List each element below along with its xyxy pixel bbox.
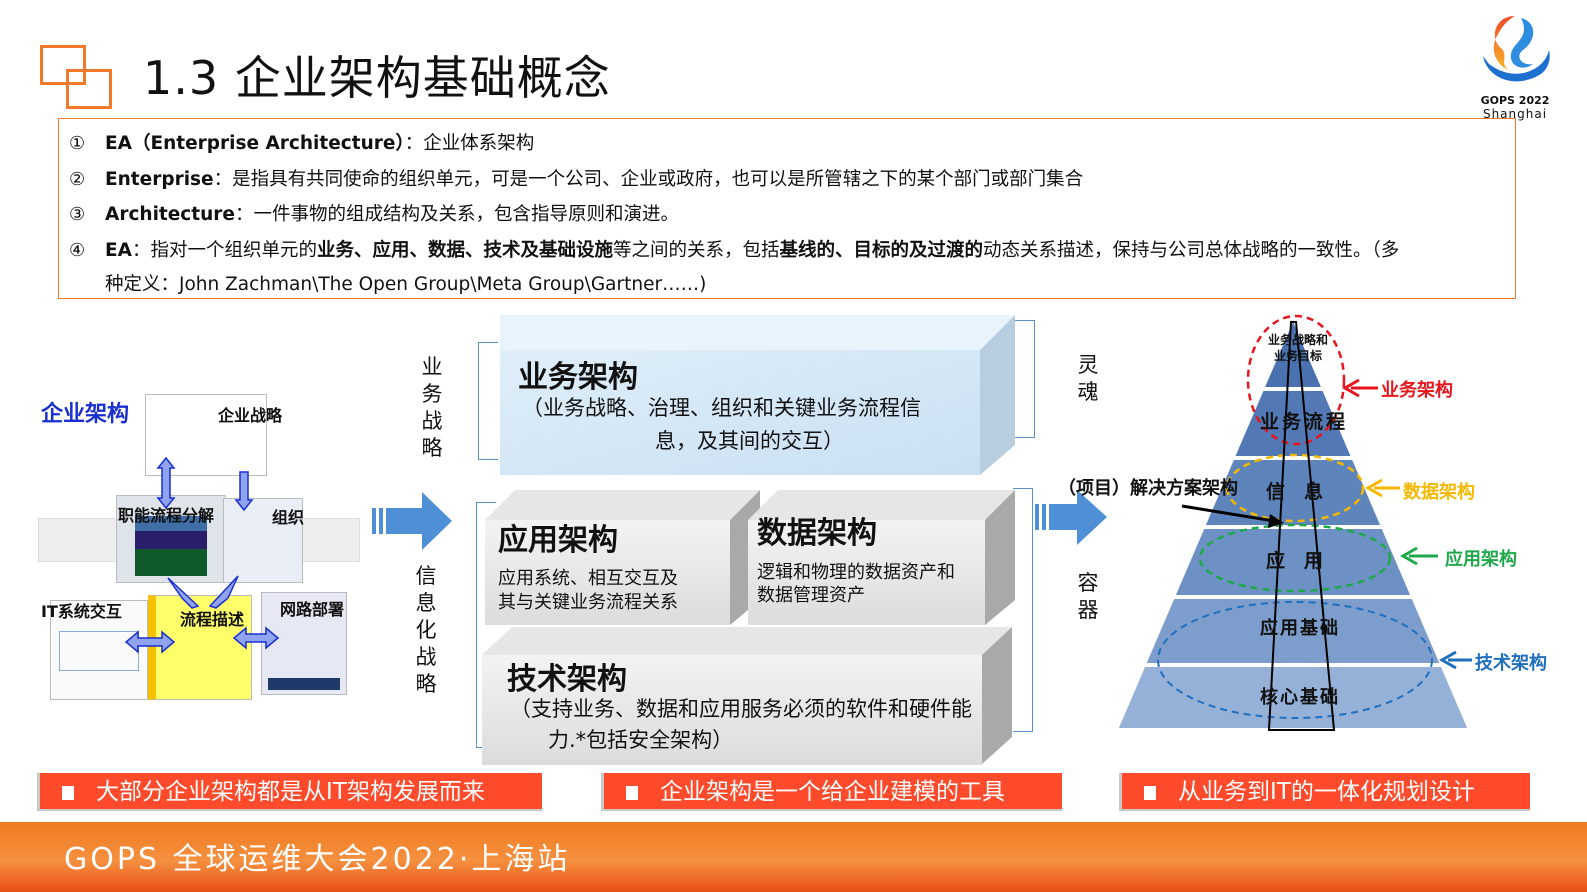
business-architecture-desc-2: 息，及其间的交互） [655, 429, 844, 453]
label-it-strategy: 信息化战略 [415, 564, 437, 696]
logo-text-line1: GOPS 2022 [1480, 94, 1550, 107]
solution-trapezoid [1267, 321, 1336, 731]
gops-logo-icon [1483, 16, 1550, 82]
page-title: 1.3 企业架构基础概念 [143, 51, 611, 105]
pyramid-level-app: 应 用 [1266, 550, 1324, 572]
solution-arrow-head [1268, 514, 1284, 528]
pyramid-diagram [1118, 314, 1472, 731]
collage-label-strategy: 企业战略 [218, 406, 283, 425]
business-architecture-desc-1: （业务战略、治理、组织和关键业务流程信 [522, 396, 921, 420]
callout-arrow-head [1364, 478, 1383, 498]
collage-label-network: 网路部署 [280, 600, 345, 619]
collage-title: 企业架构 [41, 402, 130, 427]
layers-3d-shapes [482, 315, 1015, 765]
collage-label-it: IT系统交互 [41, 602, 122, 621]
callout-technology: 技术架构 [1475, 653, 1547, 674]
bracket [1015, 320, 1035, 438]
business-architecture-title: 业务架构 [518, 360, 638, 395]
pyramid-level-strategy: 业务战略和业务目标 [1268, 333, 1329, 363]
tag-1: 大部分企业架构都是从IT架构发展而来 [37, 773, 542, 811]
pyramid-band [1118, 667, 1468, 728]
gops-logo: GOPS 2022 Shanghai [1470, 8, 1560, 121]
collage-arrows [124, 456, 280, 654]
collage-label-function: 职能流程分解 [118, 506, 215, 525]
bullet-icon [626, 785, 638, 800]
technology-architecture-title: 技术架构 [507, 662, 627, 697]
solution-arrow-line [1181, 504, 1281, 524]
technology-architecture-desc-2: 力.*包括安全架构） [548, 728, 734, 752]
pyramid-level-process: 业务流程 [1260, 411, 1349, 433]
application-architecture-title: 应用架构 [498, 523, 618, 558]
callout-data: 数据架构 [1403, 482, 1475, 503]
callout-business: 业务架构 [1381, 380, 1453, 401]
ea-collage: 企业架构 企业战略 职能流程分解 组织 IT系统交互 流程描述 网路部署 [38, 380, 368, 705]
data-architecture-desc-2: 数据管理资产 [757, 585, 865, 606]
callout-arrow-head [1438, 650, 1457, 670]
ellipse-application [1198, 523, 1392, 593]
label-business-strategy: 业务战略 [421, 355, 443, 460]
application-architecture-desc-1: 应用系统、相互交互及 [498, 568, 678, 589]
pyramid-band [1175, 529, 1411, 595]
tag-3: 从业务到IT的一体化规划设计 [1119, 773, 1530, 811]
solution-architecture-label: （项目）解决方案架构 [1058, 478, 1238, 499]
label-container: 容器 [1077, 571, 1099, 622]
label-soul: 灵魂 [1077, 353, 1099, 404]
right-arrow-icon-2 [1035, 490, 1107, 545]
ellipse-technology [1157, 601, 1433, 719]
callout-arrow-head [1399, 546, 1418, 566]
ellipse-data [1225, 453, 1365, 523]
definition-4-cont: 种定义：John Zachman\The Open Group\Meta Gro… [105, 274, 707, 295]
collage-label-process: 流程描述 [180, 610, 245, 629]
bracket [1013, 488, 1033, 732]
pyramid-level-app-base: 应用基础 [1260, 618, 1340, 639]
bracket [478, 342, 498, 460]
ellipse-business [1246, 314, 1346, 446]
collage-label-org: 组织 [272, 508, 305, 527]
logo-text-line2: Shanghai [1482, 107, 1548, 121]
pyramid-level-info: 信 息 [1266, 481, 1324, 503]
data-architecture-desc-1: 逻辑和物理的数据资产和 [757, 562, 955, 583]
pyramid-band [1205, 460, 1381, 525]
pyramid-band [1265, 322, 1321, 387]
footer-banner: GOPS 全球运维大会2022·上海站 [0, 822, 1587, 892]
callout-arrow-head [1341, 378, 1360, 398]
tag-2: 企业架构是一个给企业建模的工具 [601, 773, 1062, 811]
title-squares-icon [40, 45, 116, 109]
pyramid-band [1235, 391, 1351, 456]
bullet-icon [1144, 785, 1156, 800]
data-architecture-title: 数据架构 [757, 516, 877, 551]
bullet-icon [62, 785, 74, 800]
pyramid-level-core-base: 核心基础 [1260, 687, 1340, 708]
callout-application: 应用架构 [1445, 549, 1517, 570]
footer-text: GOPS 全球运维大会2022·上海站 [64, 842, 571, 877]
pyramid-band [1146, 599, 1440, 663]
application-architecture-desc-2: 其与关键业务流程关系 [498, 592, 678, 613]
technology-architecture-desc-1: （支持业务、数据和应用服务必须的软件和硬件能 [510, 697, 972, 721]
right-arrow-icon [372, 492, 452, 550]
